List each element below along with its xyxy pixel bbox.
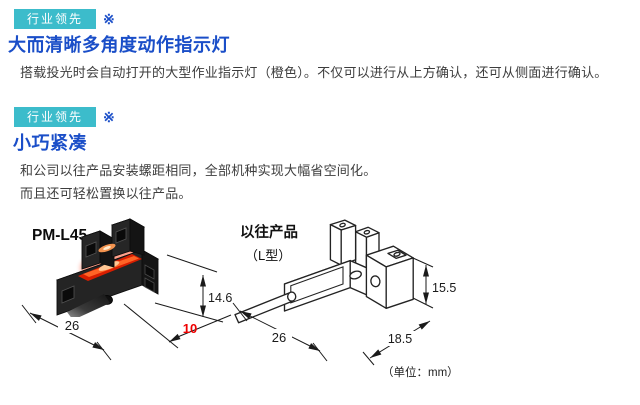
feature1-heading: 大而清晰多角度动作指示灯 [8,35,230,55]
reference-mark: ※ [103,108,115,125]
previous-product-diagram: 以往产品 （L型） [232,219,459,379]
height-dimension-label: 15.5 [432,281,456,295]
mounting-hole [85,241,97,258]
reference-mark: ※ [103,10,115,27]
pm-l45-diagram: PM-L45 [21,218,232,361]
depth-dimension-label: 18.5 [388,332,412,346]
pm-l45-label: PM-L45 [32,227,88,244]
feature2-body-line1: 和公司以往产品安装螺距相同，全部机种实现大幅省空间化。 [20,163,377,178]
pm-l45-dimensions: 14.6 26 10 [21,254,232,361]
previous-product-label: 以往产品 [240,223,298,241]
industry-leading-badge: 行业领先 [14,9,97,29]
mounting-hole [61,285,75,304]
mounting-hole [349,270,362,280]
previous-product-sublabel: （L型） [245,248,291,263]
mounting-hole [370,275,381,288]
width-dimension-label: 26 [272,330,286,345]
l-type-sensor-illustration [234,219,414,324]
width-dimension-label: 26 [65,318,79,333]
mounting-hole [144,264,155,280]
height-dimension-label: 14.6 [208,291,232,305]
mounting-hole [144,277,155,293]
feature2-heading: 小巧紧凑 [13,133,87,153]
l-type-dimensions: 26 18.5 15.5 [232,257,456,366]
feature1-badge-row: 行业领先 ※ [14,9,115,29]
pm-l45-sensor-illustration [55,218,160,320]
pitch-dimension-label: 10 [183,321,197,336]
industry-leading-badge: 行业领先 [14,107,97,127]
feature2-body-line2: 而且还可轻松置换以往产品。 [20,186,192,201]
unit-note: （单位：mm） [382,365,459,379]
feature2-badge-row: 行业领先 ※ [14,107,115,127]
mounting-hole [115,227,127,244]
feature1-body: 搭载投光时会自动打开的大型作业指示灯（橙色）。不仅可以进行从上方确认，还可从侧面… [20,65,608,80]
